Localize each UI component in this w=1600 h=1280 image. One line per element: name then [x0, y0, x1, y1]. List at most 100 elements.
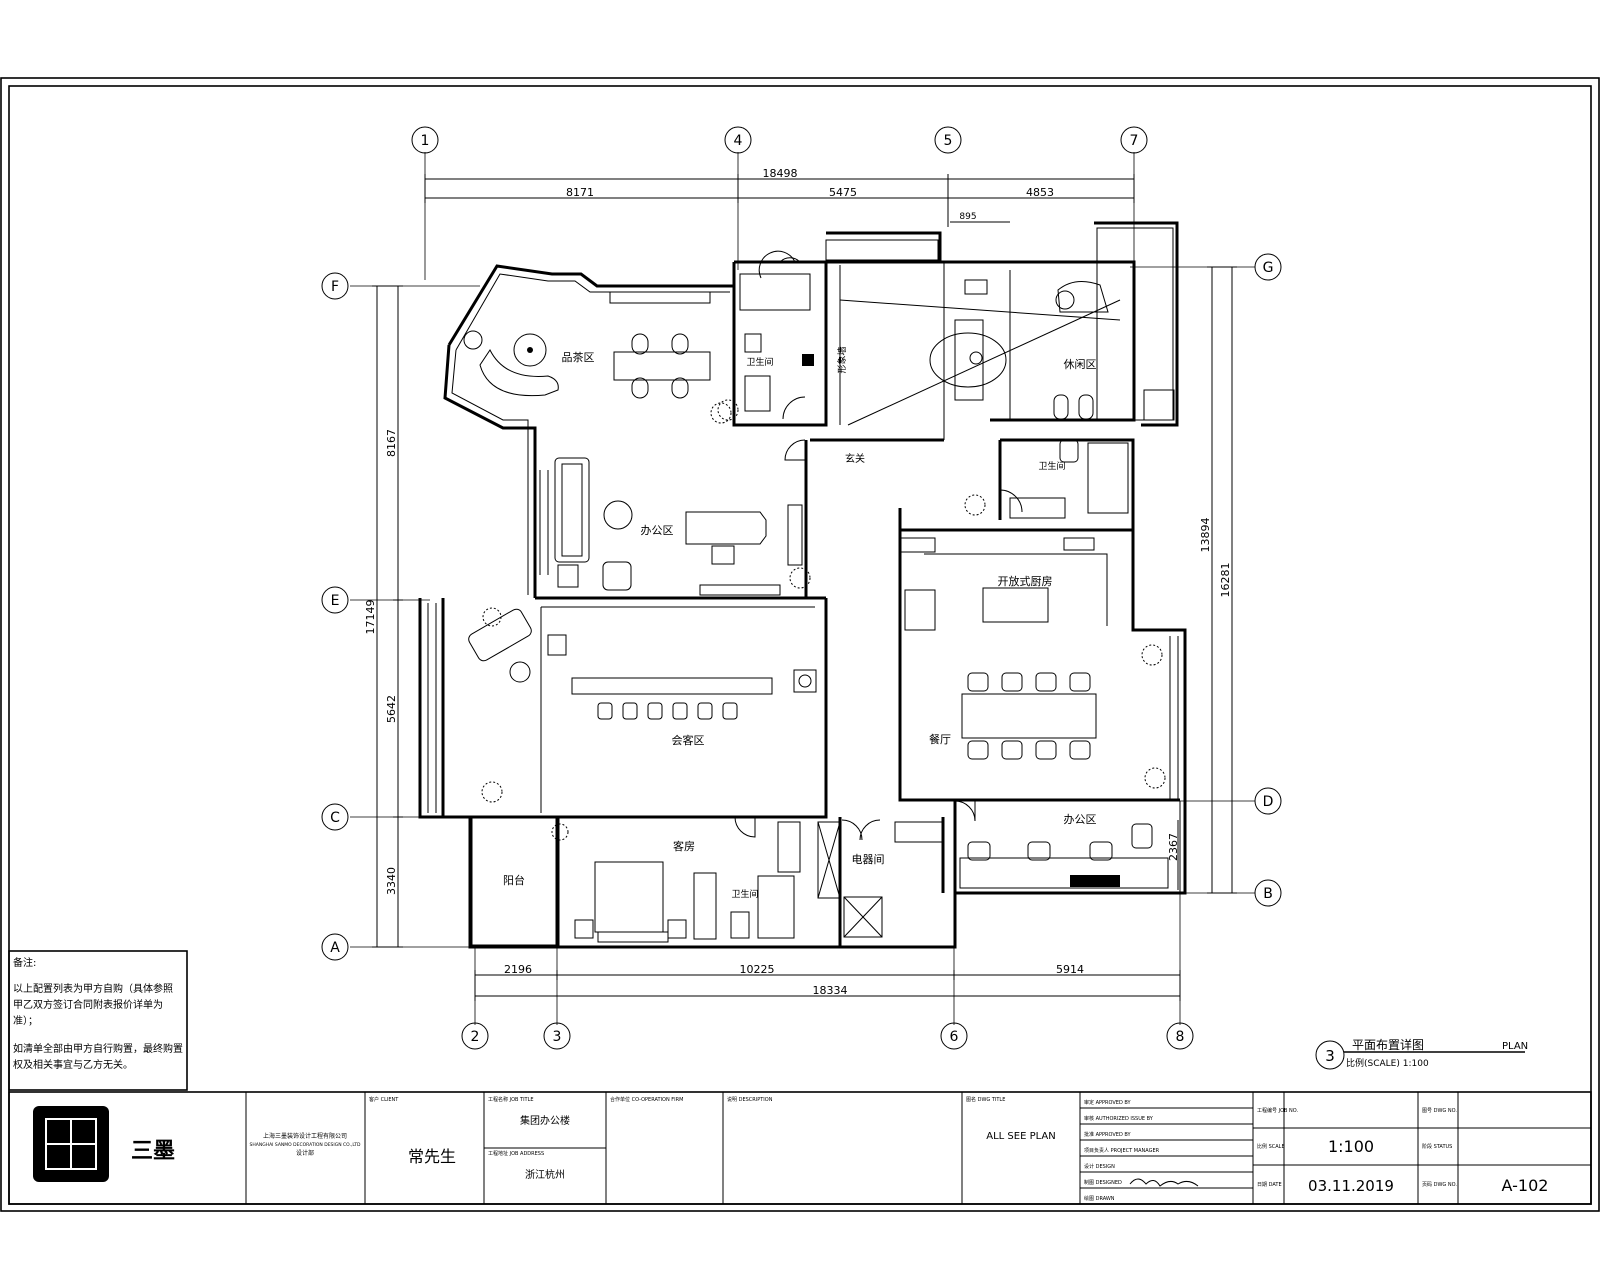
inner-border	[8, 85, 1592, 1205]
dim-bottom-2: 10225	[740, 963, 775, 976]
job-no-label: 工程编号 JOB NO.	[1257, 1107, 1298, 1114]
company-name: 上海三墨装饰设计工程有限公司	[263, 1132, 347, 1140]
dim-top-total: 18498	[763, 167, 798, 180]
title-block: 三墨 上海三墨装饰设计工程有限公司 SHANGHAI SANMO DECORAT…	[8, 1091, 1592, 1205]
room-label-tea-area: 品茶区	[562, 351, 595, 364]
company-dept: 设计部	[296, 1149, 314, 1157]
dim-bottom-1: 2196	[504, 963, 532, 976]
doors	[734, 250, 1023, 841]
job-address: 浙江杭州	[525, 1168, 565, 1181]
room-label-balcony: 阳台	[503, 873, 525, 887]
company-name-en: SHANGHAI SANMO DECORATION DESIGN CO.,LTD	[250, 1142, 361, 1148]
plan-label-title-en: PLAN	[1502, 1041, 1528, 1052]
scale-label: 比例 SCALE	[1257, 1143, 1285, 1150]
dim-top-1: 8171	[566, 186, 594, 199]
furniture-dining	[961, 672, 1166, 789]
dim-right-outer: 16281	[1219, 563, 1232, 598]
furniture-office-area	[554, 457, 811, 596]
approval-row-4: 项目负责人 PROJECT MANAGER	[1084, 1147, 1160, 1154]
approval-row-3: 批准 APPROVED BY	[1084, 1131, 1132, 1138]
furniture-bathroom-1	[717, 273, 814, 421]
plan-label-number: 3	[1325, 1047, 1335, 1065]
dim-left-2: 5642	[385, 695, 398, 723]
furniture-utility	[817, 821, 944, 938]
notes-line-3: 准）；	[13, 1015, 38, 1027]
axis-bubble-7: 7	[1130, 133, 1139, 149]
furniture-reception	[468, 606, 817, 813]
drawing-title: ALL SEE PLAN	[986, 1131, 1055, 1142]
notes-line-1: 以上配置列表为甲方自购（具体参照	[13, 982, 173, 995]
client-name: 常先生	[408, 1147, 456, 1166]
axis-bubble-B: B	[1263, 886, 1273, 902]
date-label: 日期 DATE	[1257, 1182, 1282, 1188]
axis-bubbles: 1 4 5 7 2 3 6 8 F E C A G D B	[321, 126, 1282, 1050]
axis-bubble-8: 8	[1176, 1029, 1185, 1045]
date-value: 03.11.2019	[1308, 1177, 1394, 1195]
window-frames	[427, 227, 1179, 946]
axis-bubble-6: 6	[950, 1029, 959, 1045]
plan-label: 3 平面布置详图 PLAN 比例(SCALE) 1:100	[1315, 1037, 1528, 1070]
client-label: 客户 CLIENT	[369, 1096, 399, 1103]
furniture-bathroom-3	[964, 439, 1129, 519]
room-label-hallway: 玄关	[845, 452, 865, 465]
walls	[418, 221, 1187, 949]
company-logo-text: 三墨	[131, 1139, 175, 1164]
furniture-middle-room	[839, 262, 1121, 440]
room-label-open-kitchen: 开放式厨房	[998, 574, 1053, 588]
plan-label-title: 平面布置详图	[1352, 1037, 1424, 1052]
axis-bubble-C: C	[330, 810, 340, 826]
dim-bottom-3: 5914	[1056, 963, 1084, 976]
dim-top-2: 5475	[829, 186, 857, 199]
outer-border	[0, 77, 1600, 1212]
axis-bubble-E: E	[331, 593, 340, 609]
room-label-dressing-wall: 形象墙	[836, 346, 848, 373]
approval-row-6: 制图 DESIGNED	[1084, 1179, 1122, 1186]
room-label-work-area: 办公区	[1064, 813, 1097, 826]
designer-signature	[1129, 1178, 1199, 1187]
coop-label: 合作单位 CO-OPERATION FIRM	[610, 1096, 683, 1103]
axis-bubble-G: G	[1263, 260, 1274, 276]
notes-line-4: 如清单全部由甲方自行购置，最终购置	[13, 1042, 183, 1055]
axis-bubble-F: F	[331, 279, 339, 295]
dimension-chains: 18498 8171 5475 4853 895 2196 10225 5914…	[364, 167, 1237, 1001]
job-title-label: 工程名称 JOB TITLE	[488, 1096, 534, 1103]
furniture-tea-area	[463, 291, 732, 424]
status-label: 阶段 STATUS	[1422, 1143, 1452, 1150]
approval-row-2: 审核 AUTHORIZED ISSUE BY	[1084, 1115, 1154, 1122]
dim-right-inner: 13894	[1199, 518, 1212, 553]
dim-left-total: 17149	[364, 600, 377, 635]
drawing-title-label: 图名 DWG TITLE	[966, 1096, 1005, 1103]
furniture-kitchen	[899, 537, 1163, 666]
furniture-leisure-area	[1053, 280, 1109, 420]
axis-bubble-3: 3	[553, 1029, 562, 1045]
room-label-bathroom-1: 卫生间	[746, 356, 773, 368]
approval-row-5: 设计 DESIGN	[1084, 1163, 1115, 1170]
room-labels: 品茶区 办公区 卫生间 休闲区 形象墙 玄关 卫生间 开放式厨房 餐厅 会客区 …	[503, 346, 1097, 900]
room-label-utility: 电器间	[852, 853, 885, 866]
room-label-office-area: 办公区	[641, 524, 674, 537]
job-address-label: 工程地址 JOB ADDRESS	[488, 1150, 544, 1157]
axis-bubble-A: A	[330, 940, 340, 956]
room-label-guest-room: 客房	[673, 839, 695, 853]
dim-right-small: 2367	[1167, 833, 1180, 861]
room-label-bathroom-2: 卫生间	[731, 888, 758, 900]
dim-bottom-total: 18334	[813, 984, 848, 997]
description-label: 说明 DESCRIPTION	[727, 1096, 773, 1103]
scale-value: 1:100	[1328, 1137, 1374, 1156]
axis-bubble-1: 1	[421, 133, 430, 149]
axis-bubble-D: D	[1263, 794, 1274, 810]
dim-left-3: 3340	[385, 867, 398, 895]
approval-row-7: 绘图 DRAWN	[1084, 1195, 1115, 1202]
room-label-leisure-area: 休闲区	[1064, 357, 1097, 371]
room-label-reception: 会客区	[672, 733, 705, 747]
job-title: 集团办公楼	[520, 1114, 570, 1127]
furniture-guest-room	[551, 821, 801, 943]
axis-bubble-2: 2	[471, 1029, 480, 1045]
approval-row-1: 审定 APPROVED BY	[1084, 1099, 1132, 1106]
notes-box: 备注: 以上配置列表为甲方自购（具体参照 甲乙双方签订合同附表报价详单为 准）；…	[8, 950, 188, 1091]
notes-heading: 备注:	[13, 956, 36, 969]
notes-line-5: 权及相关事宜与乙方无关。	[13, 1058, 133, 1071]
sheet-number: A-102	[1502, 1176, 1549, 1195]
